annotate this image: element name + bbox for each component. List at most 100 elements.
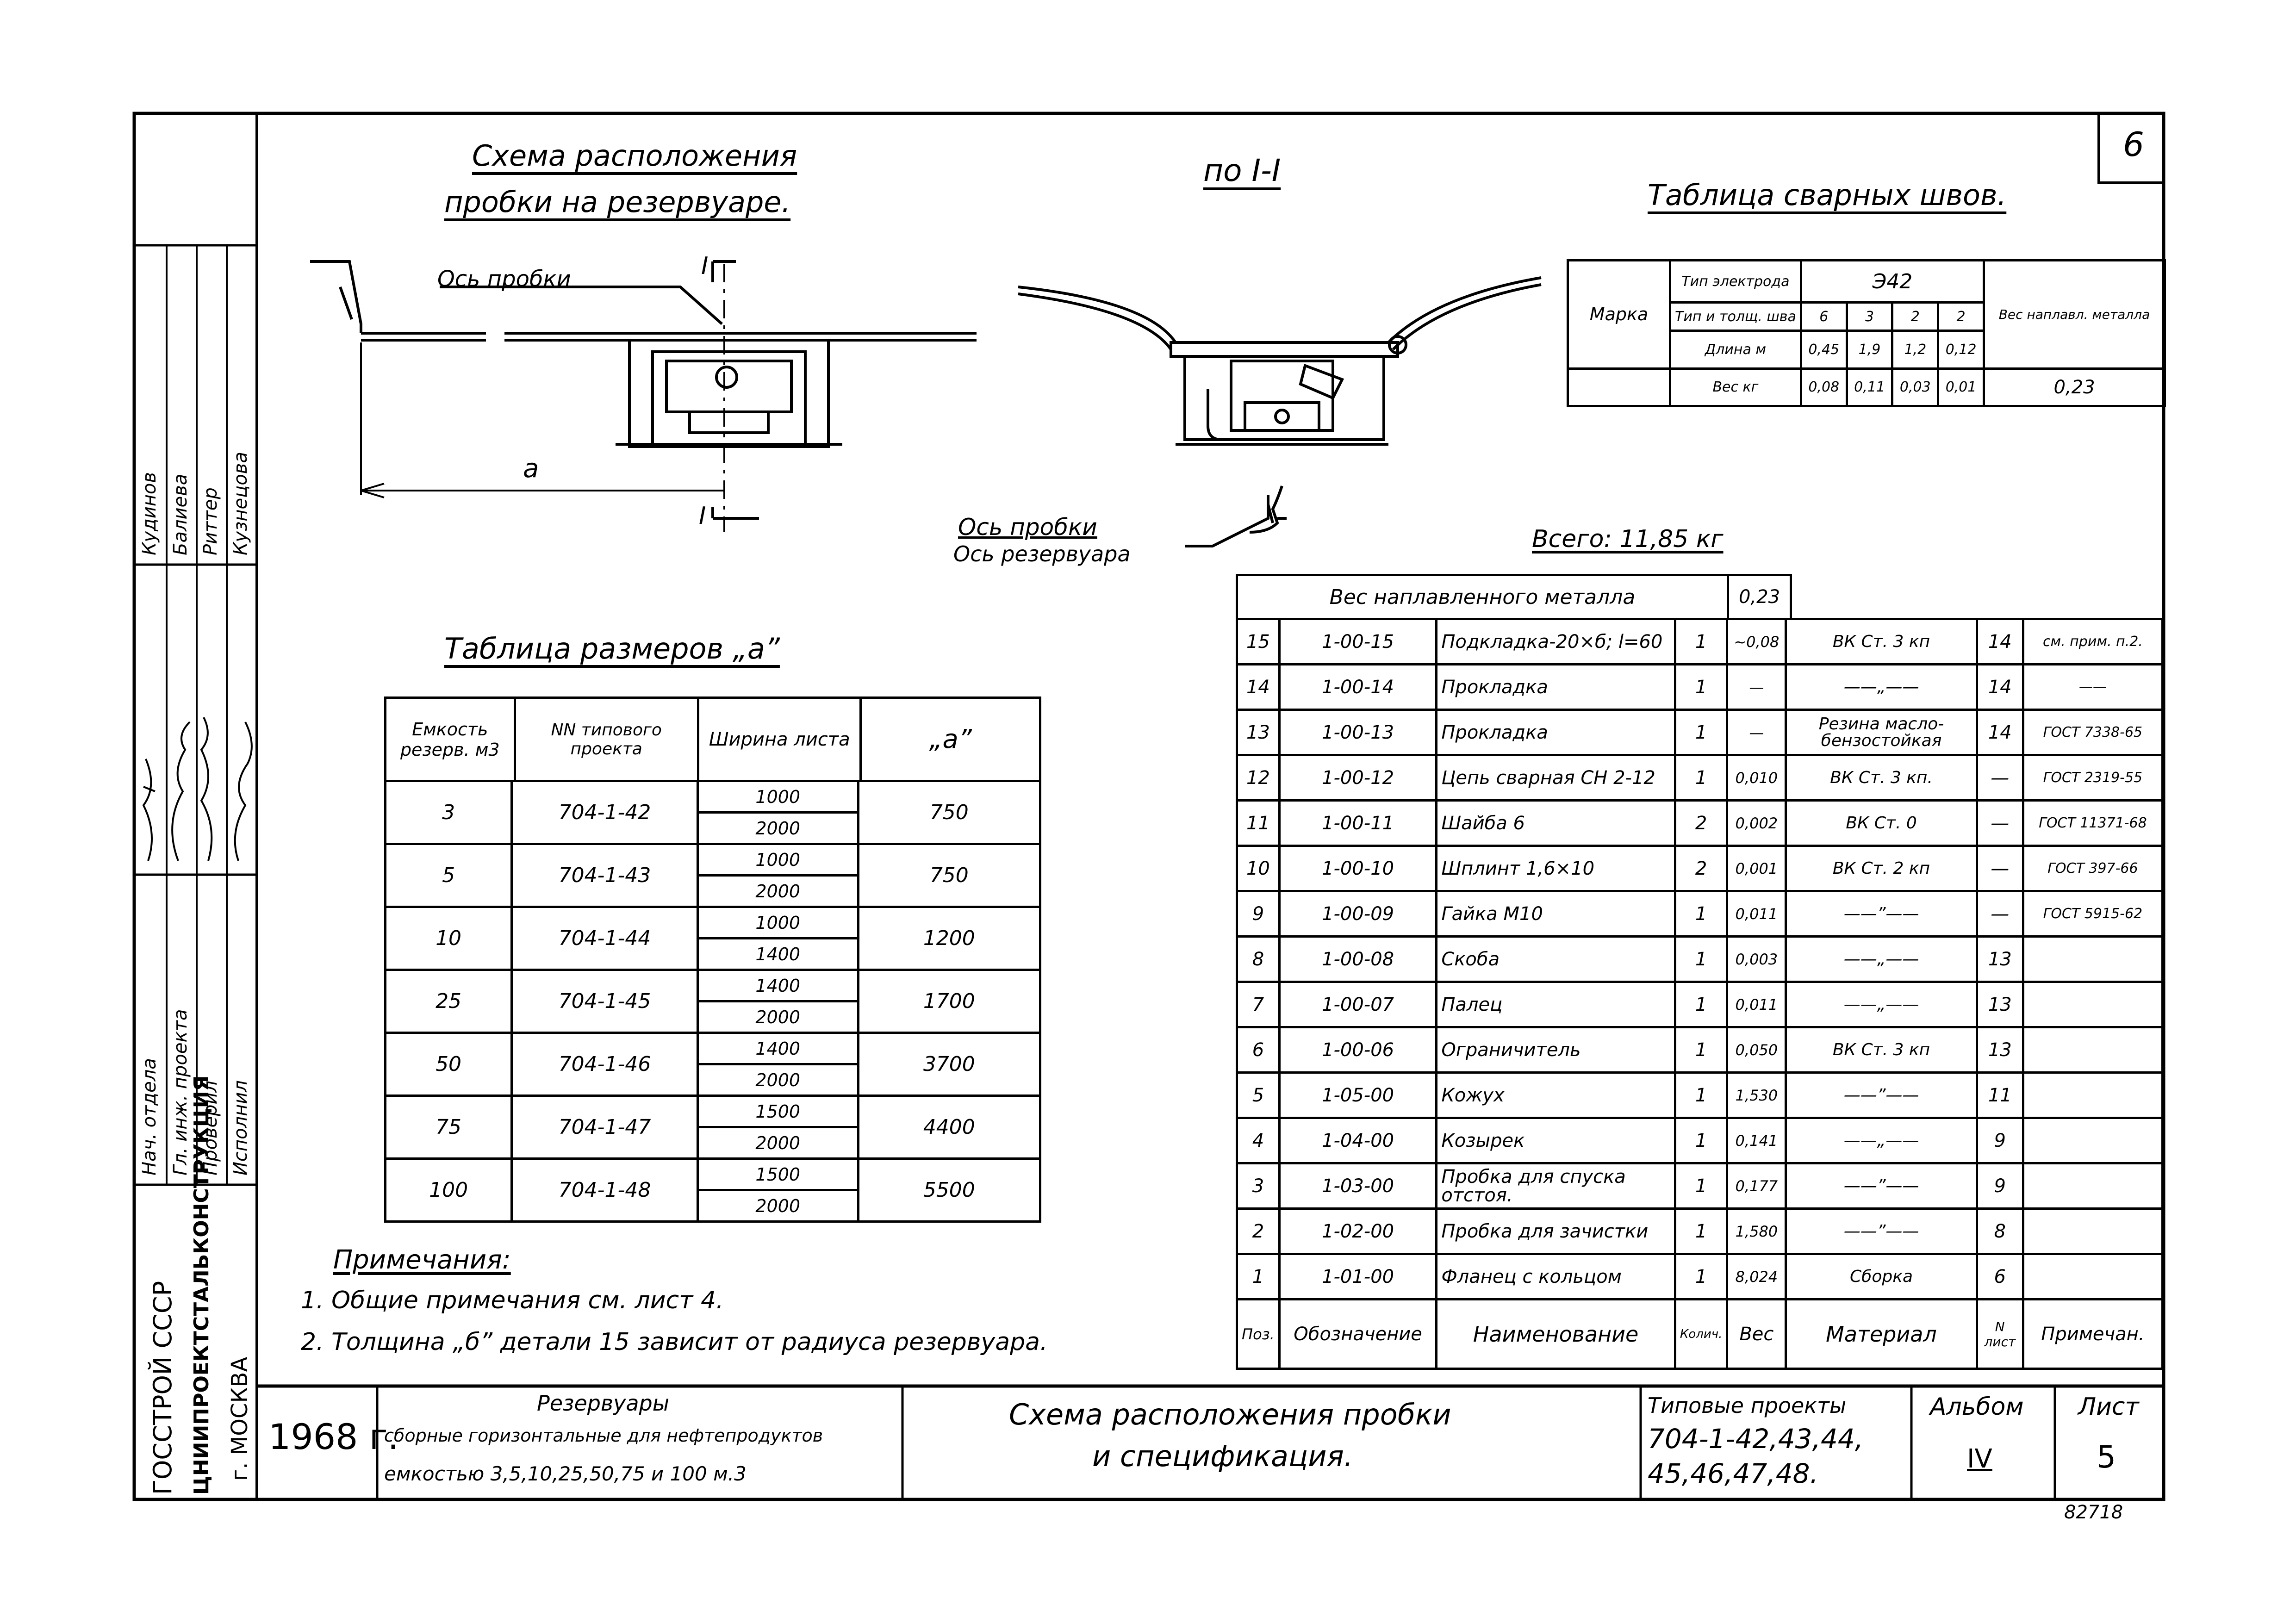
spec-pos: 10 xyxy=(1236,845,1281,892)
spec-material: ВК Ст. 2 кп xyxy=(1785,845,1978,892)
spec-qty: 2 xyxy=(1674,845,1729,892)
dimension-a: а xyxy=(523,454,539,484)
section-mark-top: I xyxy=(701,252,709,280)
spec-name: Фланец с кольцом xyxy=(1435,1253,1676,1300)
spec-weight: 0,001 xyxy=(1726,845,1787,892)
sheet-value: 5 xyxy=(2097,1439,2116,1475)
spec-name: Палец xyxy=(1435,981,1676,1028)
album-value: IV xyxy=(1967,1444,1992,1474)
spec-code: 1-01-00 xyxy=(1278,1253,1438,1300)
spec-code: 1-00-14 xyxy=(1278,663,1438,711)
spec-weight: — xyxy=(1726,709,1787,756)
spec-weight: 1,580 xyxy=(1726,1207,1787,1255)
spec-qty: 1 xyxy=(1674,1207,1729,1255)
weld-row-length: Длина м xyxy=(1669,330,1802,370)
deposited-metal-label: Вес наплавленного металла xyxy=(1236,574,1729,620)
spec-list: 13 xyxy=(1975,1026,2024,1074)
spec-note xyxy=(2022,981,2164,1028)
spec-list: 8 xyxy=(1975,1207,2024,1255)
section-mark-bottom: I xyxy=(699,502,706,530)
spec-list: 13 xyxy=(1975,981,2024,1028)
size-a-value: 3700 xyxy=(857,1032,1042,1097)
spec-qty: 1 xyxy=(1674,890,1729,938)
spec-list: 6 xyxy=(1975,1253,2024,1300)
spec-pos: 4 xyxy=(1236,1117,1281,1164)
title-name-line1: Резервуары xyxy=(537,1391,670,1416)
spec-note xyxy=(2022,1026,2164,1074)
size-width-2: 2000 xyxy=(696,874,859,908)
spec-list: 14 xyxy=(1975,663,2024,711)
spec-h-note: Примечан. xyxy=(2022,1298,2164,1370)
size-capacity: 75 xyxy=(384,1094,513,1160)
spec-h-qty: Колич. xyxy=(1674,1298,1729,1370)
spec-list: 11 xyxy=(1975,1071,2024,1119)
spec-name: Шайба 6 xyxy=(1435,799,1676,847)
spec-qty: 1 xyxy=(1674,1026,1729,1074)
spec-qty: 2 xyxy=(1674,799,1729,847)
size-header-project: NN типового проекта xyxy=(513,696,699,782)
spec-pos: 3 xyxy=(1236,1162,1281,1210)
spec-pos: 6 xyxy=(1236,1026,1281,1074)
spec-pos: 9 xyxy=(1236,890,1281,938)
spec-name: Цепь сварная СН 2-12 xyxy=(1435,754,1676,802)
weld-weight-3: 0,03 xyxy=(1891,367,1940,408)
weld-length-2: 1,9 xyxy=(1845,330,1894,370)
size-width-2: 2000 xyxy=(696,1063,859,1097)
size-a-value: 1200 xyxy=(857,906,1042,971)
weld-weight-4: 0,01 xyxy=(1937,367,1985,408)
spec-pos: 11 xyxy=(1236,799,1281,847)
spec-material: Сборка xyxy=(1785,1253,1978,1300)
spec-note xyxy=(2022,1071,2164,1119)
spec-list: — xyxy=(1975,754,2024,802)
spec-name: Прокладка xyxy=(1435,709,1676,756)
weld-type-4: 2 xyxy=(1937,301,1985,332)
size-width-1: 1000 xyxy=(696,780,859,814)
size-table-title: Таблица размеров „а” xyxy=(444,632,780,665)
spec-note xyxy=(2022,1117,2164,1164)
spec-material: ——„—— xyxy=(1785,663,1978,711)
spec-pos: 7 xyxy=(1236,981,1281,1028)
weld-weight-value: 0,23 xyxy=(1982,367,2166,408)
spec-code: 1-00-15 xyxy=(1278,618,1438,665)
size-project: 704-1-48 xyxy=(510,1157,699,1223)
size-header-width: Ширина листа xyxy=(697,696,862,782)
projects-label: Типовые проекты xyxy=(1648,1393,1847,1418)
weld-table-title: Таблица сварных швов. xyxy=(1648,178,2007,212)
weld-table: Марка Тип электрода Э42 Вес наплавл. мет… xyxy=(1567,259,2166,408)
weld-length-1: 0,45 xyxy=(1799,330,1848,370)
size-project: 704-1-44 xyxy=(510,906,699,971)
spec-code: 1-04-00 xyxy=(1278,1117,1438,1164)
section-title: по I-I xyxy=(1203,153,1281,188)
projects-line1: 704-1-42,43,44, xyxy=(1648,1423,1864,1455)
spec-name: Гайка М10 xyxy=(1435,890,1676,938)
spec-weight: 0,002 xyxy=(1726,799,1787,847)
spec-qty: 1 xyxy=(1674,754,1729,802)
spec-material: ——”—— xyxy=(1785,1162,1978,1210)
spec-material: ——„—— xyxy=(1785,1117,1978,1164)
spec-list: 9 xyxy=(1975,1117,2024,1164)
weld-weight-2: 0,11 xyxy=(1845,367,1894,408)
size-capacity: 25 xyxy=(384,969,513,1034)
spec-qty: 1 xyxy=(1674,709,1729,756)
spec-list: — xyxy=(1975,799,2024,847)
spec-pos: 8 xyxy=(1236,935,1281,983)
spec-qty: 1 xyxy=(1674,1253,1729,1300)
weld-length-4: 0,12 xyxy=(1937,330,1985,370)
sheet-title-line1: Схема расположения пробки xyxy=(1009,1398,1451,1431)
spec-note: ГОСТ 2319-55 xyxy=(2022,754,2164,802)
size-capacity: 50 xyxy=(384,1032,513,1097)
spec-material: ВК Ст. 3 кп xyxy=(1785,618,1978,665)
size-a-value: 5500 xyxy=(857,1157,1042,1223)
spec-weight: — xyxy=(1726,663,1787,711)
spec-name: Прокладка xyxy=(1435,663,1676,711)
size-capacity: 10 xyxy=(384,906,513,971)
weld-row-type: Тип и толщ. шва xyxy=(1669,301,1802,332)
